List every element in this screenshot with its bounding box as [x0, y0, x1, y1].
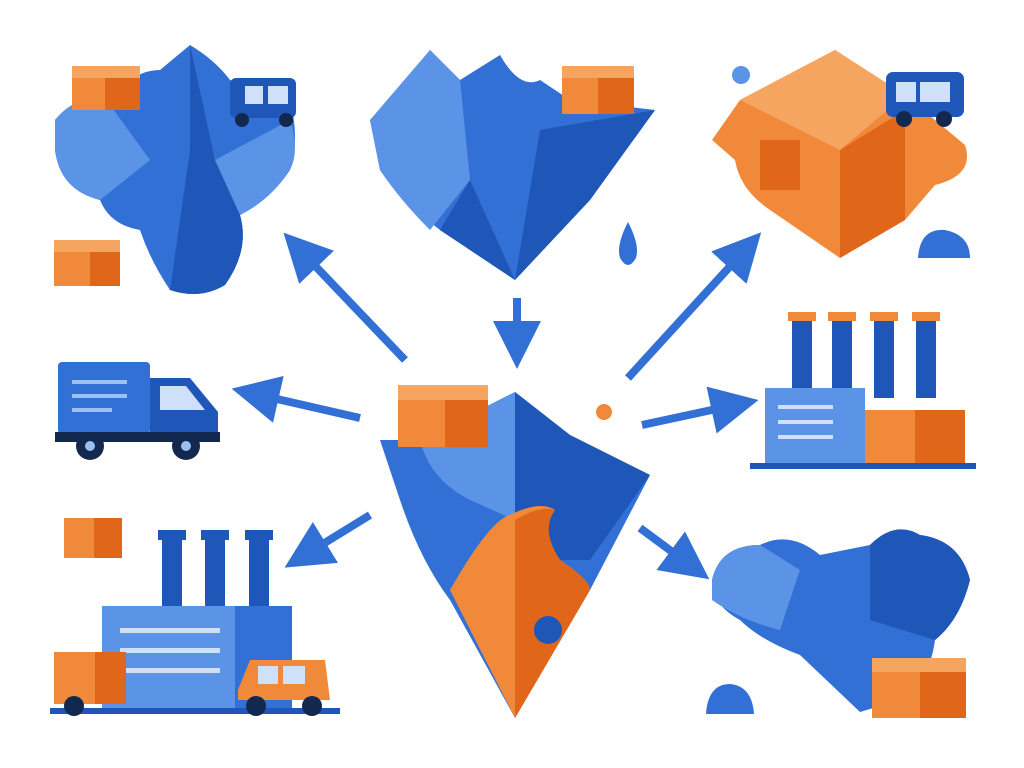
box-icon: [872, 658, 966, 718]
box-icon: [398, 385, 488, 447]
arrow-icon: [641, 386, 759, 434]
box-icon: [54, 240, 120, 286]
dome-icon: [706, 684, 754, 714]
map-piece-icon: [380, 392, 650, 718]
pin-icon: [619, 222, 637, 265]
truck-icon: [55, 362, 220, 460]
arrow-icon: [284, 511, 373, 568]
arrow-icon: [283, 232, 408, 363]
van-icon: [886, 72, 964, 127]
dome-icon: [918, 229, 970, 258]
arrow-icon: [637, 524, 710, 580]
dot-icon: [732, 66, 750, 84]
dot-icon: [596, 404, 612, 420]
arrow-icon: [231, 375, 361, 423]
van-icon: [230, 78, 296, 127]
van-icon: [238, 660, 330, 716]
arrow-icon: [625, 232, 762, 381]
box-icon: [64, 518, 122, 558]
box-icon: [72, 66, 140, 110]
factory-icon: [750, 312, 976, 469]
box-icon: [562, 66, 634, 114]
